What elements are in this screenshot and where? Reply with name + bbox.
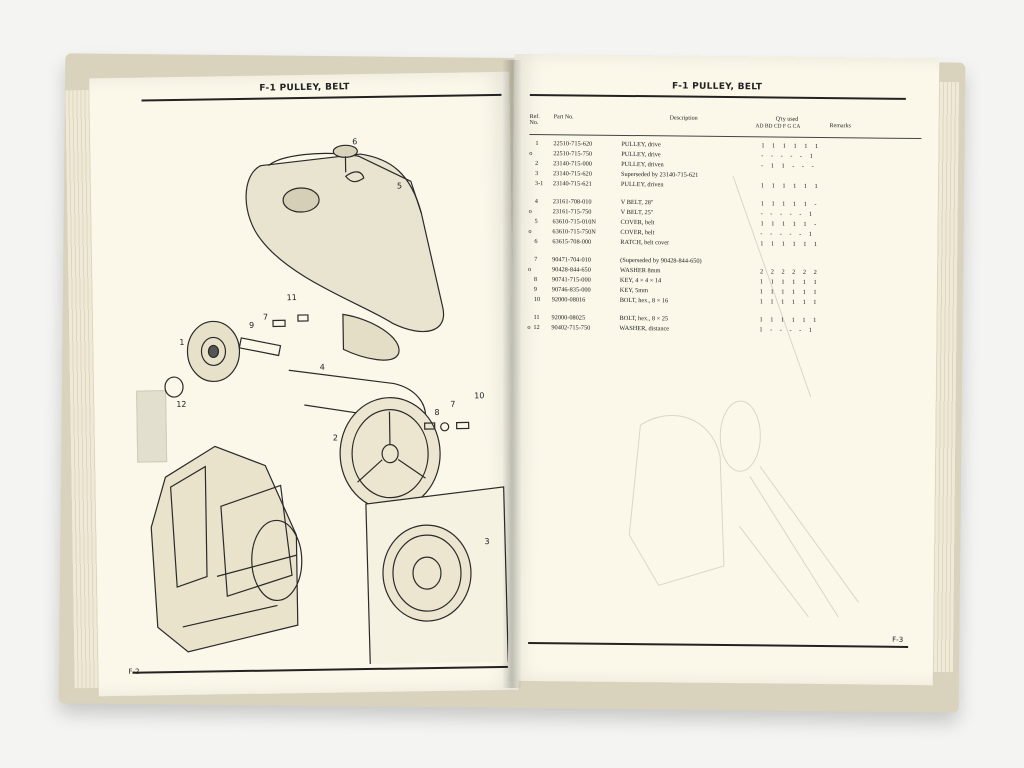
drive-pulley-drawing bbox=[186, 320, 282, 383]
left-page-header: F-1 PULLEY, BELT bbox=[259, 82, 350, 94]
callout-5: 5 bbox=[397, 181, 402, 190]
parts-list: Ref. No. Part No. Description Q'ty used … bbox=[527, 111, 922, 339]
right-page-number: F-3 bbox=[892, 635, 904, 644]
bleed-through-drawing bbox=[628, 175, 859, 618]
callout-10: 10 bbox=[474, 391, 484, 400]
callout-7b: 7 bbox=[450, 400, 455, 409]
left-header-rule bbox=[141, 93, 502, 102]
col-remarks: Remarks bbox=[829, 123, 851, 130]
callout-6: 6 bbox=[352, 137, 357, 146]
col-description: Description bbox=[669, 115, 698, 122]
book-gutter bbox=[503, 60, 521, 688]
right-page-header: F-1 PULLEY, BELT bbox=[671, 81, 763, 93]
belt-cover-drawing bbox=[245, 152, 445, 361]
callout-8: 8 bbox=[434, 408, 439, 417]
col-ref: Ref. No. bbox=[529, 113, 540, 127]
inset-driven-pulley-drawing bbox=[365, 486, 510, 669]
callout-2: 2 bbox=[333, 433, 338, 442]
washer-drawing bbox=[164, 376, 184, 398]
col-qty-sub: AD BD CD F G CA bbox=[755, 123, 801, 130]
callout-9: 9 bbox=[249, 321, 254, 330]
bolts-drawing bbox=[272, 314, 470, 432]
exploded-view-drawing: 6 5 11 9 7 1 12 4 2 8 7 10 3 bbox=[150, 137, 510, 669]
parts-list-header: Ref. No. Part No. Description Q'ty used … bbox=[529, 111, 922, 140]
knob-drawing bbox=[332, 144, 358, 173]
col-part: Part No. bbox=[553, 114, 574, 121]
callout-1: 1 bbox=[179, 338, 184, 347]
col-qty: Q'ty used bbox=[775, 116, 799, 123]
callout-12: 12 bbox=[176, 400, 186, 409]
driven-pulley-drawing bbox=[339, 397, 441, 511]
callout-11: 11 bbox=[287, 293, 297, 302]
left-page: F-1 PULLEY, BELT bbox=[89, 71, 519, 697]
engine-block-drawing bbox=[150, 445, 303, 653]
left-page-number: F-2 bbox=[128, 667, 140, 676]
left-footer-rule bbox=[132, 665, 511, 674]
right-page: F-1 PULLEY, BELT Ref. No. Part No. Descr… bbox=[507, 53, 940, 686]
callout-3: 3 bbox=[484, 537, 489, 546]
callout-7: 7 bbox=[263, 313, 268, 322]
callout-4: 4 bbox=[320, 363, 325, 372]
